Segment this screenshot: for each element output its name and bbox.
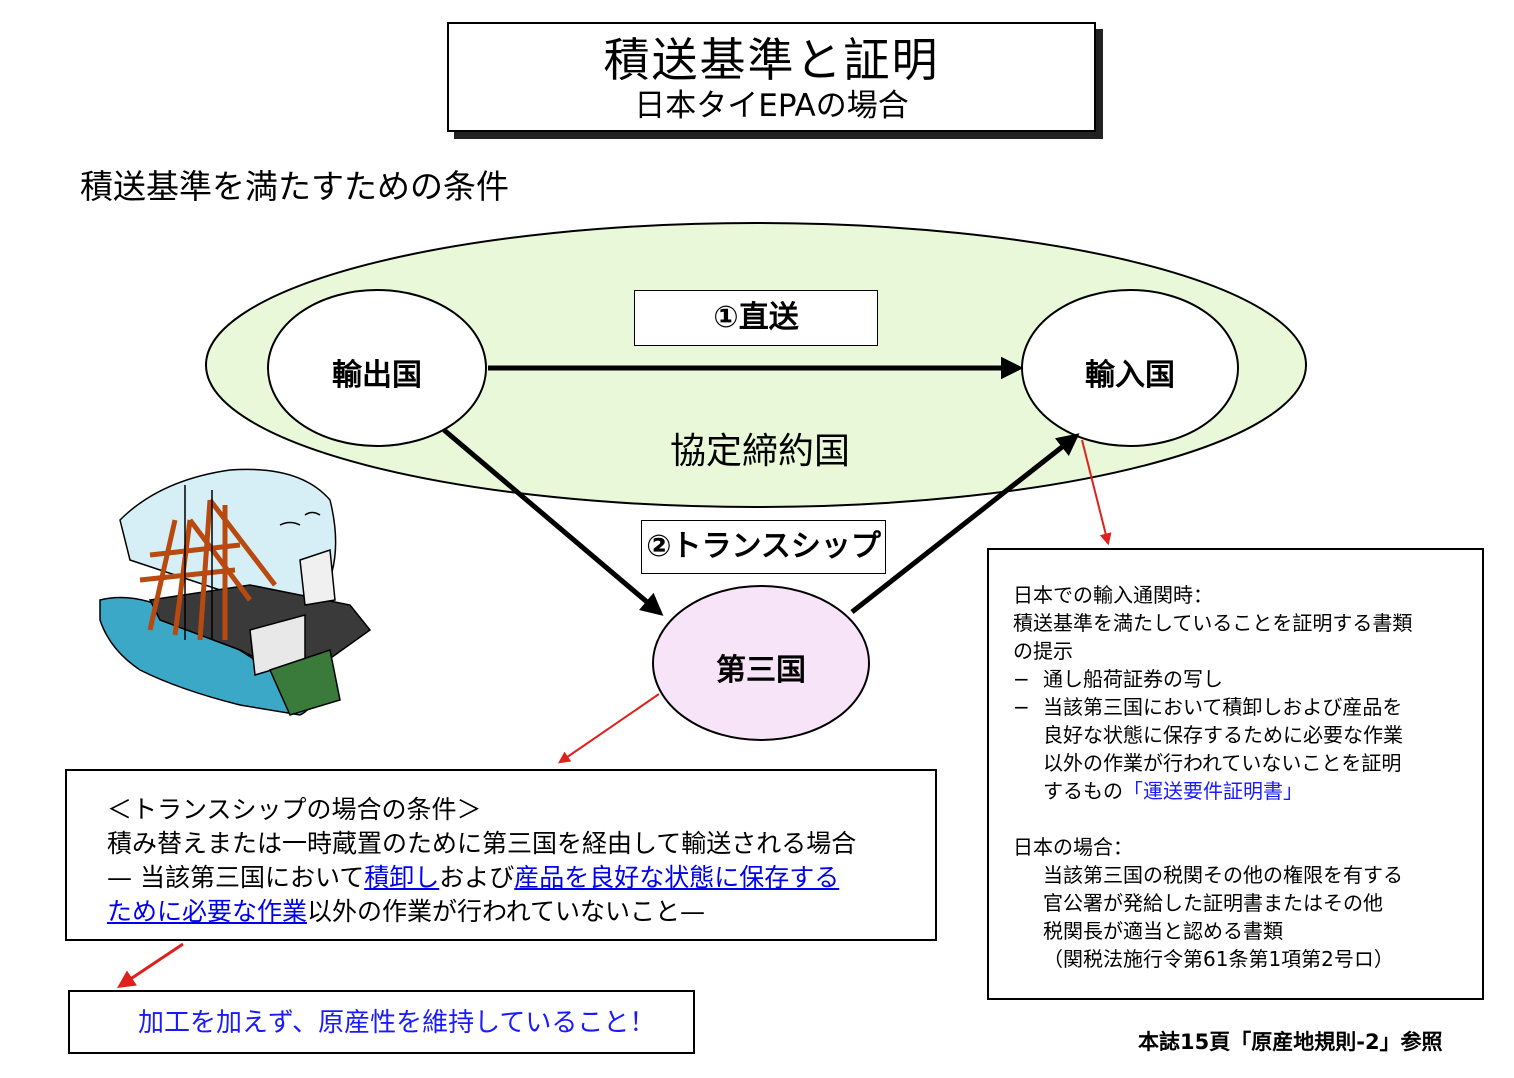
- bullet-dash: −: [1013, 695, 1030, 719]
- transship-line2: — 当該第三国において積卸しおよび産品を良好な状態に保存する: [107, 861, 935, 895]
- maintain-origin-text: 加工を加えず、原産性を維持していること！: [138, 1008, 656, 1038]
- page-subtitle: 日本タイEPAの場合: [634, 88, 909, 124]
- transship-line2-prefix: — 当該第三国において: [107, 863, 365, 892]
- condition-heading: 積送基準を満たすための条件: [80, 167, 509, 206]
- bullet2-line3: 以外の作業が行われていないことを証明: [1043, 751, 1402, 775]
- bullet2-line1: 当該第三国において積卸しおよび産品を: [1043, 695, 1403, 719]
- import-line1: 積送基準を満たしていることを証明する書類: [1013, 611, 1413, 635]
- port-crane-illustration: [99, 468, 372, 716]
- reference-note: 本誌15頁「原産地規則-2」参照: [1138, 1030, 1443, 1054]
- transship-label: ②トランスシップ: [641, 520, 886, 574]
- bullet2-line4: するもの「運送要件証明書」: [1013, 777, 1482, 805]
- bullet-certificate: −当該第三国において積卸しおよび産品を: [1013, 693, 1482, 721]
- import-heading: 日本での輸入通関時：: [1013, 583, 1213, 607]
- importer-label: 輸入国: [1085, 358, 1175, 393]
- import-line2: の提示: [1013, 639, 1073, 663]
- japan-case-heading: 日本の場合：: [1013, 835, 1133, 859]
- japan-line1: 当該第三国の税関その他の権限を有する: [1043, 863, 1403, 887]
- exporter-to-third-arrow: [442, 428, 664, 616]
- importer-note-pointer: [1081, 439, 1112, 546]
- japan-line3: 税関長が適当と認める書類: [1043, 919, 1283, 943]
- transship-line1: 積み替えまたは一時蔵置のために第三国を経由して輸送される場合: [107, 829, 857, 858]
- bullet-dash: −: [1013, 667, 1030, 691]
- link-preserve-cont[interactable]: ために必要な作業: [107, 897, 308, 926]
- transship-line3: ために必要な作業以外の作業が行われていないこと—: [107, 895, 935, 929]
- agreement-parties-ellipse: [205, 222, 1307, 508]
- japan-line2: 官公署が発給した証明書またはその他: [1043, 891, 1383, 915]
- third-country-note-pointer: [558, 693, 660, 764]
- bullet-bill-of-lading: −通し船荷証券の写し: [1013, 665, 1482, 693]
- keep-note-pointer: [117, 942, 184, 988]
- page-title: 積送基準と証明: [603, 33, 940, 87]
- bullet2-line2: 良好な状態に保存するために必要な作業: [1043, 723, 1403, 747]
- agreement-parties-label: 協定締約国: [669, 431, 850, 472]
- exporter-node: [267, 289, 487, 447]
- transship-conditions-box: ＜トランスシップの場合の条件＞ 積み替えまたは一時蔵置のために第三国を経由して輸…: [65, 769, 937, 941]
- third-country-node: [652, 585, 870, 741]
- exporter-label: 輸出国: [332, 358, 422, 393]
- third-country-label: 第三国: [716, 653, 806, 688]
- transship-line3-suffix: 以外の作業が行われていないこと—: [307, 897, 706, 926]
- link-transport-certificate[interactable]: 「運送要件証明書」: [1123, 779, 1303, 803]
- transship-heading: ＜トランスシップの場合の条件＞: [107, 795, 482, 824]
- third-to-importer-arrow: [850, 433, 1080, 614]
- import-clearance-box: 日本での輸入通関時： 積送基準を満たしていることを証明する書類 の提示 −通し船…: [987, 548, 1484, 1000]
- bullet1-text: 通し船荷証券の写し: [1043, 667, 1223, 691]
- link-unloading[interactable]: 積卸し: [364, 863, 440, 892]
- title-box: 積送基準と証明 日本タイEPAの場合: [447, 22, 1096, 132]
- link-preserve[interactable]: 産品を良好な状態に保存する: [514, 863, 840, 892]
- japan-line4: （関税法施行令第61条第1項第2号ロ）: [1043, 947, 1394, 971]
- maintain-origin-box: 加工を加えず、原産性を維持していること！: [68, 990, 695, 1054]
- transship-line2-mid: および: [439, 863, 515, 892]
- bullet2-line4-prefix: するもの: [1043, 779, 1123, 803]
- direct-label: ①直送: [634, 290, 878, 346]
